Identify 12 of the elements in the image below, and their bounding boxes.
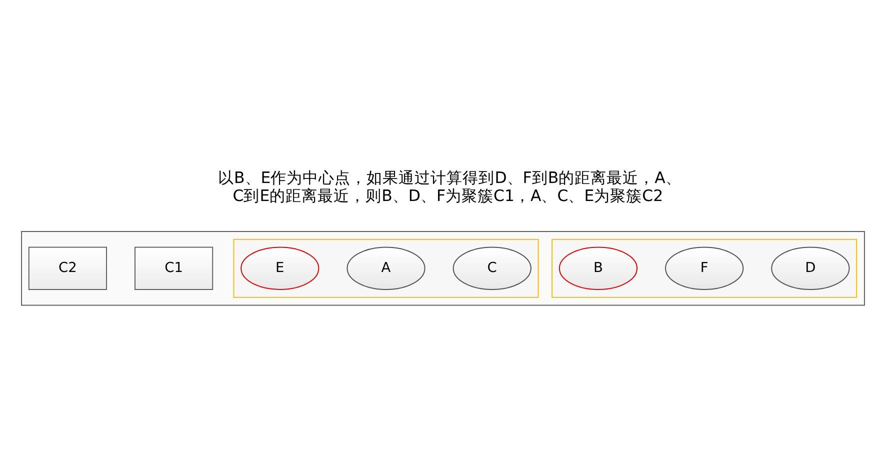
node-ellipse: F	[665, 246, 744, 290]
node-ellipse: C	[452, 246, 532, 290]
node-box: C1	[134, 246, 214, 290]
cluster	[233, 238, 539, 298]
cluster	[21, 231, 865, 306]
cluster	[552, 238, 858, 298]
node-box: C2	[28, 246, 107, 290]
node-ellipse: A	[346, 246, 426, 290]
node-ellipse: D	[771, 246, 850, 290]
diagram-title: 以B、E作为中心点，如果通过计算得到D、F到B的距离最近，A、C到E的距离最近，则B、D、F为聚簇C1，A、C、E为聚簇C2	[218, 168, 682, 205]
node-ellipse: B	[558, 246, 638, 290]
node-ellipse: E	[240, 246, 320, 290]
